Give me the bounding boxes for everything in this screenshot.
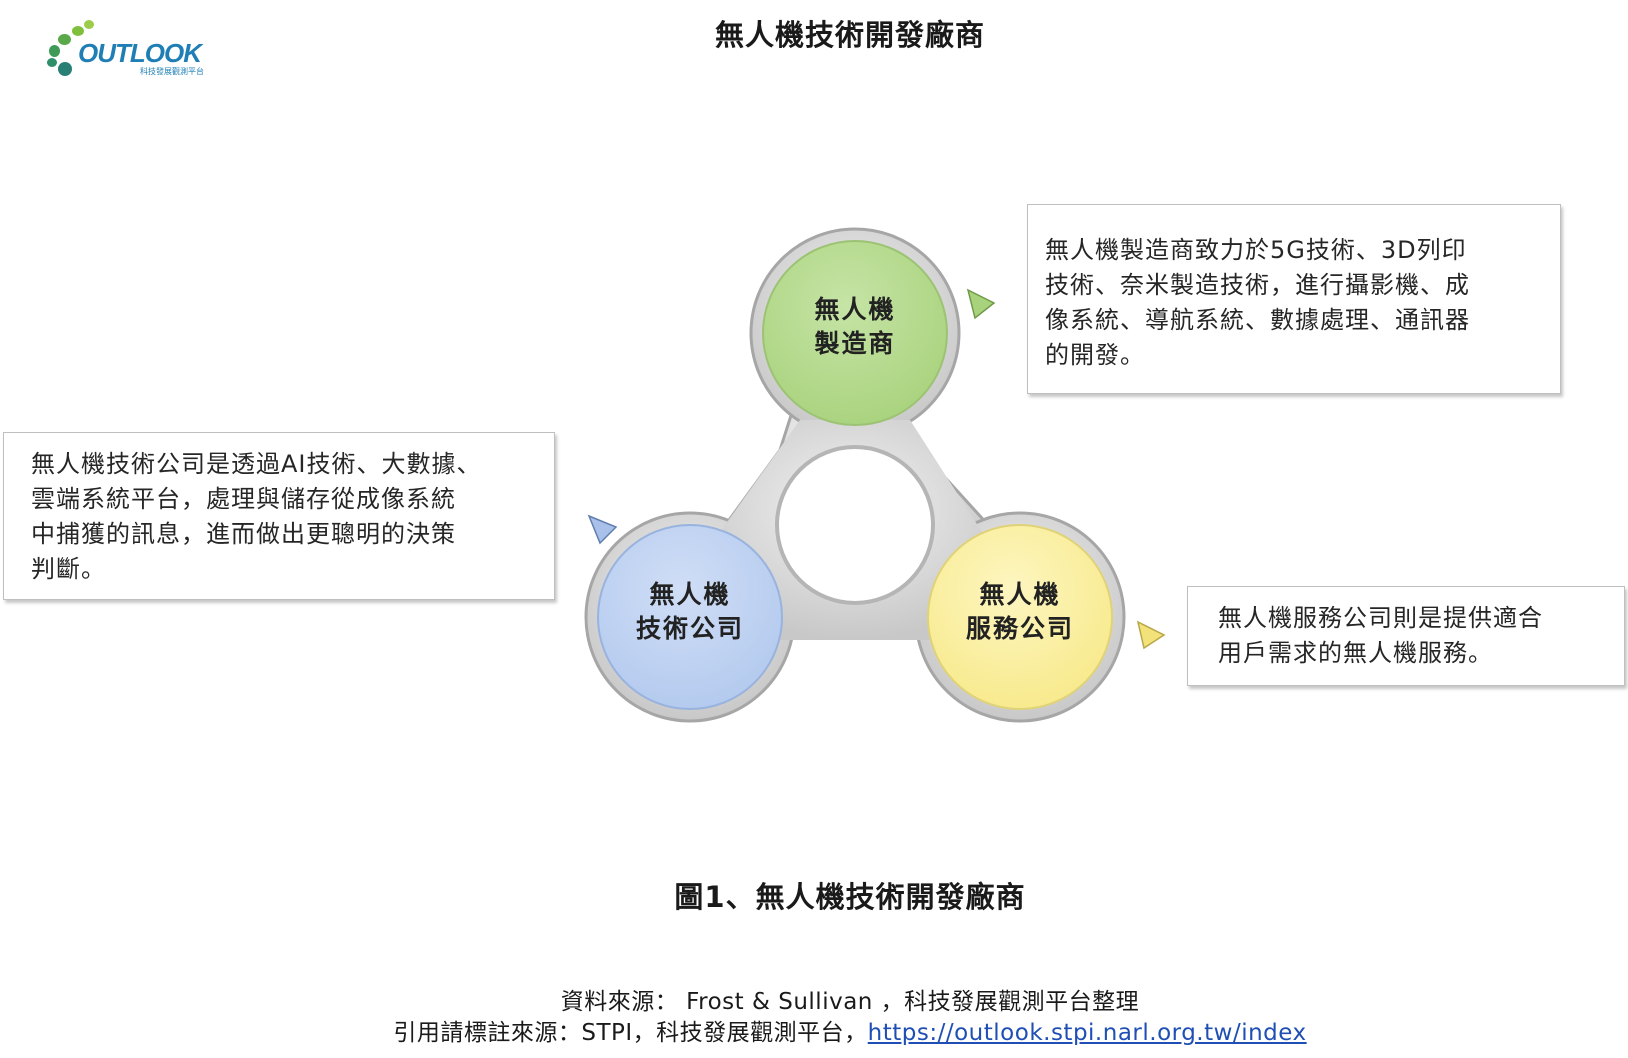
- manufacturer-label: 無人機 製造商: [814, 295, 896, 358]
- service-company-circle: [927, 524, 1113, 710]
- description-line: 無人機服務公司則是提供適合: [1218, 604, 1543, 632]
- tech-company-circle: [597, 524, 783, 710]
- source-line: 資料來源： Frost & Sullivan ，科技發展觀測平台整理: [560, 989, 1140, 1015]
- description-line: 無人機製造商致力於5G技術、3D列印: [1045, 236, 1467, 264]
- description-line: 判斷。: [31, 555, 106, 583]
- manufacturer-circle: [762, 240, 948, 426]
- tech-company-description: 無人機技術公司是透過AI技術、大數據、 雲端系統平台，處理與儲存從成像系統 中捕…: [3, 432, 555, 600]
- outlook-logo: OUTLOOK 科技發展觀測平台: [44, 18, 224, 80]
- citation-prefix: 引用請標註來源：STPI，科技發展觀測平台，: [393, 1020, 868, 1046]
- logo-word: OUTLOOK: [78, 38, 202, 68]
- description-line: 像系統、導航系統、數據處理、通訊器: [1045, 306, 1470, 334]
- description-line: 雲端系統平台，處理與儲存從成像系統: [31, 485, 456, 513]
- source-link[interactable]: https://outlook.stpi.narl.org.tw/index: [867, 1020, 1307, 1046]
- citation-line: 引用請標註來源：STPI，科技發展觀測平台，https://outlook.st…: [0, 1013, 1628, 1047]
- description-line: 無人機技術公司是透過AI技術、大數據、: [31, 450, 482, 478]
- description-line: 中捕獲的訊息，進而做出更聰明的決策: [31, 520, 456, 548]
- service-company-description: 無人機服務公司則是提供適合 用戶需求的無人機服務。: [1187, 586, 1625, 686]
- description-line: 的開發。: [1045, 341, 1145, 369]
- manufacturer-description: 無人機製造商致力於5G技術、3D列印 技術、奈米製造技術，進行攝影機、成 像系統…: [1027, 204, 1561, 394]
- manufacturer-arrow-icon: [966, 288, 996, 320]
- logo-subtitle: 科技發展觀測平台: [140, 67, 204, 76]
- figure-caption: 圖1、無人機技術開發廠商: [674, 880, 1026, 914]
- service-company-arrow-icon: [1136, 620, 1166, 650]
- description-line: 技術、奈米製造技術，進行攝影機、成: [1045, 271, 1470, 299]
- tech-company-label: 無人機 技術公司: [635, 580, 744, 643]
- page-title: 無人機技術開發廠商: [714, 18, 985, 52]
- tech-company-arrow-icon: [587, 514, 618, 545]
- service-company-label: 無人機 服務公司: [965, 580, 1074, 643]
- description-line: 用戶需求的無人機服務。: [1218, 639, 1493, 667]
